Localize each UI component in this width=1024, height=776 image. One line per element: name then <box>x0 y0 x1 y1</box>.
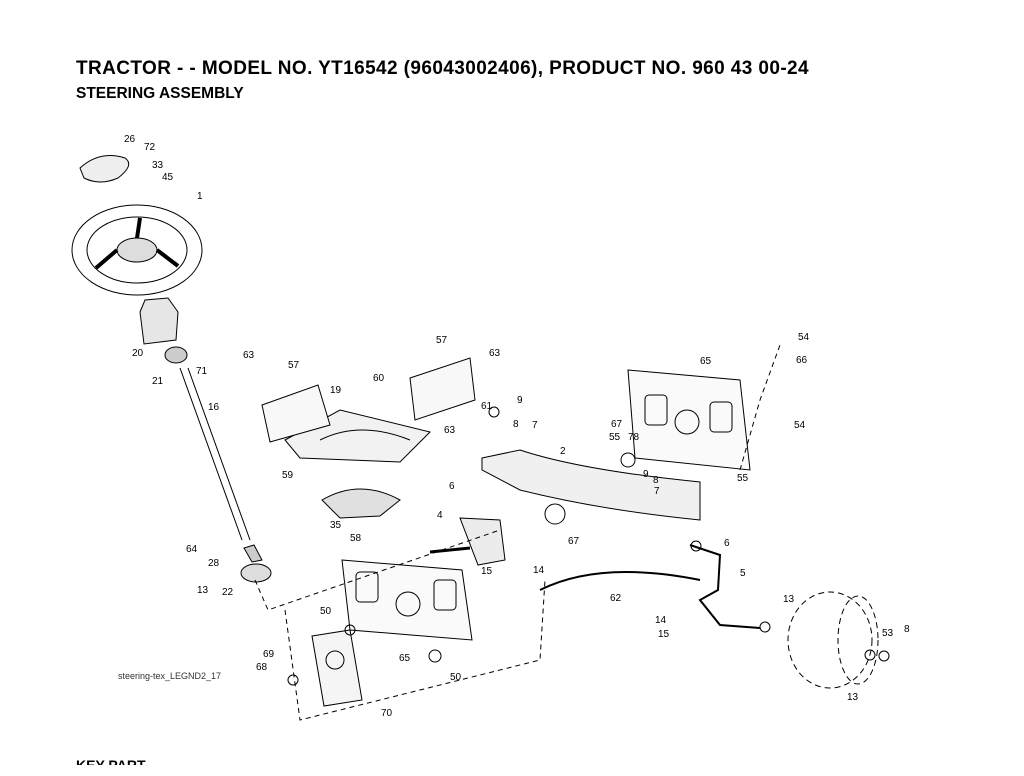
diagram-legend-code: steering-tex_LEGND2_17 <box>118 671 222 681</box>
part-tie-rod <box>539 571 701 591</box>
callout-label: 66 <box>796 355 808 366</box>
callout-label: 65 <box>399 653 411 664</box>
callout-label: 19 <box>330 385 342 396</box>
callout-label: 21 <box>152 376 164 387</box>
callout-label: 53 <box>882 628 894 639</box>
callout-label: 65 <box>700 356 712 367</box>
callout-label: 33 <box>152 160 164 171</box>
callout-label: 7 <box>654 486 660 497</box>
part-steering-wheel <box>71 204 203 296</box>
callout-label: 58 <box>350 533 362 544</box>
callout-label: 16 <box>208 402 220 413</box>
part-axle <box>481 449 701 521</box>
part-cap <box>79 155 130 183</box>
callout-label: 8 <box>653 475 659 486</box>
callout-label: 15 <box>481 566 493 577</box>
callout-label: 61 <box>481 401 493 412</box>
callout-label: 54 <box>794 420 806 431</box>
callout-label: 72 <box>144 142 156 153</box>
callout-label: 8 <box>904 624 910 635</box>
callout-label: 4 <box>437 510 443 521</box>
part-bushing <box>164 346 188 364</box>
callout-label: 55 <box>737 473 749 484</box>
callout-label: 7 <box>532 420 538 431</box>
callout-label: 54 <box>798 332 810 343</box>
callout-label: 14 <box>655 615 667 626</box>
part-plate-right <box>409 357 476 421</box>
callout-label: 59 <box>282 470 294 481</box>
part-sector-gear <box>321 488 401 519</box>
callout-label: 67 <box>611 419 623 430</box>
callout-label: 28 <box>208 558 220 569</box>
callout-label: 68 <box>256 662 268 673</box>
callout-label: 45 <box>162 172 174 183</box>
callout-labels: 26 72 33 45 1 20 21 71 16 64 28 13 22 63… <box>124 134 910 719</box>
callout-label: 14 <box>533 565 545 576</box>
callout-label: 70 <box>381 708 393 719</box>
part-spindle-left <box>459 517 506 566</box>
callout-label: 67 <box>568 536 580 547</box>
part-plate-left <box>261 384 331 443</box>
part-wheel-tire <box>787 591 873 689</box>
part-column-boot <box>139 297 179 345</box>
callout-label: 55 <box>609 432 621 443</box>
callout-label: 6 <box>724 538 730 549</box>
callout-label: 62 <box>610 593 622 604</box>
callout-label: 57 <box>436 335 448 346</box>
callout-label: 57 <box>288 360 300 371</box>
page-title: TRACTOR - - MODEL NO. YT16542 (960430024… <box>76 58 809 79</box>
callout-label: 50 <box>450 672 462 683</box>
callout-label: 50 <box>320 606 332 617</box>
callout-label: 64 <box>186 544 198 555</box>
callout-label: 78 <box>628 432 640 443</box>
callout-label: 6 <box>449 481 455 492</box>
callout-label: 22 <box>222 587 234 598</box>
callout-label: 20 <box>132 348 144 359</box>
callout-label: 63 <box>444 425 456 436</box>
callout-label: 60 <box>373 373 385 384</box>
page-subtitle: STEERING ASSEMBLY <box>76 85 244 102</box>
callout-label: 2 <box>560 446 566 457</box>
part-spindle-right <box>689 544 761 629</box>
callout-label: 8 <box>513 419 519 430</box>
callout-label: 13 <box>847 692 859 703</box>
callout-label: 9 <box>517 395 523 406</box>
part-flange <box>240 563 272 583</box>
callout-label: 13 <box>197 585 209 596</box>
callout-label: 69 <box>263 649 275 660</box>
callout-label: 63 <box>243 350 255 361</box>
footer-partial-heading: KEY PART <box>76 757 146 765</box>
callout-label: 35 <box>330 520 342 531</box>
callout-label: 63 <box>489 348 501 359</box>
callout-label: 15 <box>658 629 670 640</box>
callout-label: 5 <box>740 568 746 579</box>
part-steering-shaft <box>179 367 251 541</box>
callout-label: 26 <box>124 134 136 145</box>
callout-label: 13 <box>783 594 795 605</box>
callout-label: 9 <box>643 469 649 480</box>
part-bracket <box>311 629 363 707</box>
callout-label: 1 <box>197 191 203 202</box>
callout-label: 71 <box>196 366 208 377</box>
